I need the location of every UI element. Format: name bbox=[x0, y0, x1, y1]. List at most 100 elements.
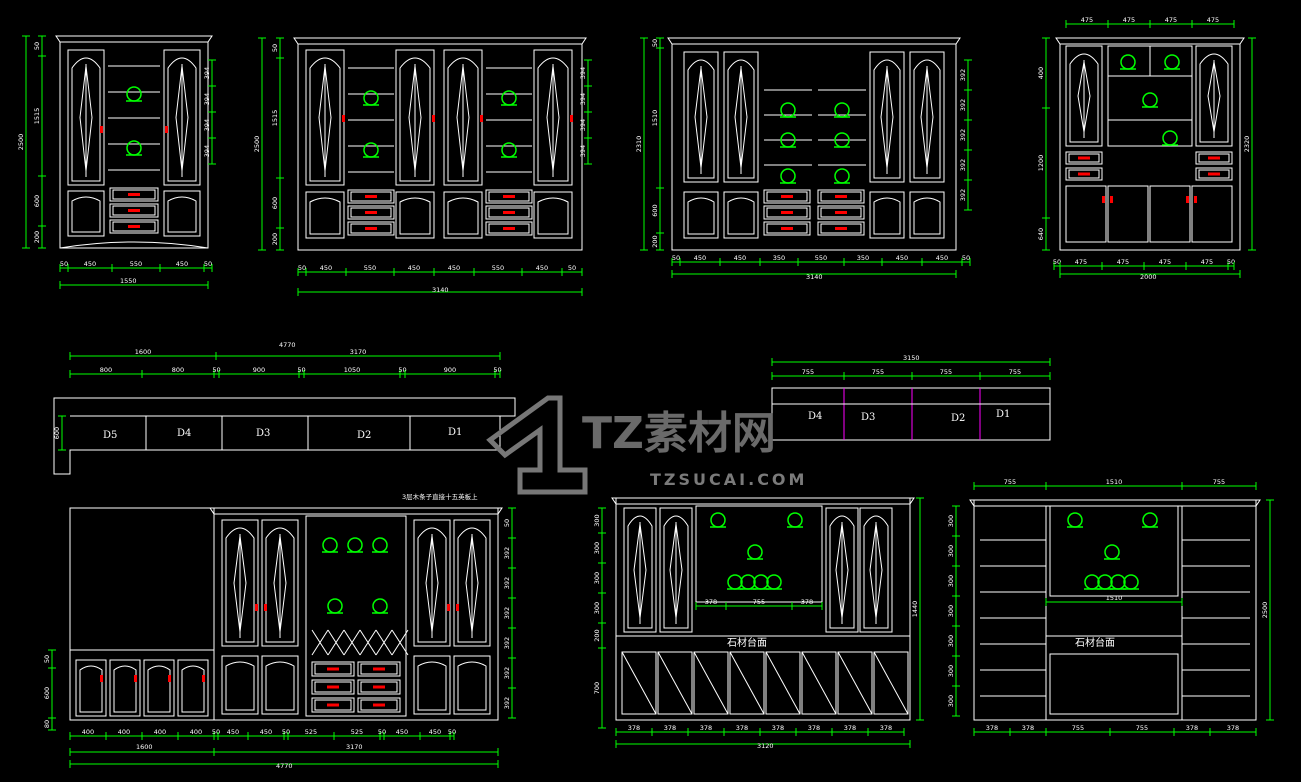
elevation-c-lower-door-r2-panel bbox=[913, 197, 941, 235]
plan-r-door-d3: D3 bbox=[861, 412, 875, 423]
elevation-e-drawer-handle bbox=[327, 685, 339, 689]
elevation-f-glass-door-r1 bbox=[825, 507, 859, 633]
elevation-e-drawer-handle bbox=[373, 703, 385, 707]
elevation-g-width-bottom-dim-label: 755 bbox=[1072, 724, 1084, 732]
elevation-b-drawer-right bbox=[485, 205, 533, 220]
watermark-logo-icon bbox=[486, 395, 588, 495]
elevation-e-total: 4770 bbox=[276, 762, 293, 770]
drawing-labels: D5 D4 D3 D2 D1 D4 D3 D2 D1 石材台面 石材台面 3层木… bbox=[103, 273, 1157, 770]
plan-r-width-dim-label: 755 bbox=[1009, 368, 1021, 376]
plan-r-width-dim-label: 755 bbox=[802, 368, 814, 376]
elevation-f-inner-dim-label: 378 bbox=[705, 598, 717, 606]
elevation-g-height-dim-label: 300 bbox=[947, 515, 955, 527]
elevation-f-inner-dim-label: 755 bbox=[753, 598, 765, 606]
elevation-g-total-height-dim-label: 2500 bbox=[1261, 602, 1269, 619]
plan-l-width-top-dim-label: 3170 bbox=[350, 348, 367, 356]
elevation-g-height-dim-label: 300 bbox=[947, 635, 955, 647]
elevation-a-drawer-handle bbox=[128, 209, 140, 212]
elevation-b-lower-door-left-1-panel bbox=[309, 197, 341, 235]
elevation-b-width-dim-label: 450 bbox=[408, 264, 420, 272]
elevation-b-drawer-left-handle bbox=[365, 227, 377, 230]
elevation-e-drawer-inner bbox=[314, 663, 352, 675]
elevation-e-height-dim-label: 392 bbox=[503, 667, 511, 679]
elevation-c-width-dim-label: 550 bbox=[815, 254, 827, 262]
elevation-e-height-dim-label: 392 bbox=[503, 637, 511, 649]
elevation-d-height-dim-label: 1200 bbox=[1037, 155, 1045, 172]
plan-l-width-mid-dim-label: 50 bbox=[297, 366, 305, 374]
elevation-f-door-swing bbox=[729, 651, 765, 715]
elevation-f-glass-door-l1 bbox=[623, 507, 657, 633]
elevation-e-drawer bbox=[357, 661, 401, 677]
elevation-b-lower-door-right-1-panel bbox=[447, 197, 479, 235]
elevation-g-height-dim-label: 300 bbox=[947, 545, 955, 557]
elevation-b-drawer-left-inner bbox=[350, 223, 392, 234]
elevation-c-glass-door-r2-arch bbox=[913, 59, 941, 179]
elevation-e-width-dim-label: 450 bbox=[260, 728, 272, 736]
elevation-f-glass-door-l1-arch bbox=[627, 515, 653, 629]
elevation-g-wine-bottle-icon bbox=[1084, 574, 1100, 590]
elevation-e-width-dim-label: 50 bbox=[212, 728, 220, 736]
elevation-f-door-swing bbox=[801, 651, 837, 715]
elevation-f-height-dim-label: 300 bbox=[593, 572, 601, 584]
elevation-a-plate-icon bbox=[126, 140, 142, 156]
elevation-f-lower-door bbox=[729, 651, 765, 715]
elevation-b-plate-icon-left bbox=[363, 142, 379, 158]
elevation-e-glass-door bbox=[221, 519, 259, 647]
elevation-c-width-dim-label: 450 bbox=[936, 254, 948, 262]
elevation-e-drawer bbox=[311, 679, 355, 695]
elevation-c-bottle-icon-l bbox=[780, 168, 796, 184]
elevation-c-drawer-l-inner bbox=[766, 223, 808, 234]
elevation-c-height-dim-label: 200 bbox=[651, 235, 659, 247]
elevation-f-door-swing bbox=[873, 651, 909, 715]
elevation-e-height-dim-label: 392 bbox=[503, 577, 511, 589]
elevation-b-height-dim-label: 600 bbox=[271, 197, 279, 209]
elevation-a-shelf-dim-label: 394 bbox=[203, 119, 211, 131]
elevation-b-glass-door-left-2-arch bbox=[399, 57, 431, 182]
door-handle bbox=[1110, 196, 1113, 203]
elevation-e-glass-door-arch bbox=[265, 527, 295, 643]
elevation-e-base-door bbox=[177, 659, 209, 717]
elevation-d-lower-door bbox=[1149, 185, 1191, 243]
elevation-e-base-door-panel bbox=[181, 665, 205, 713]
door-handle bbox=[1186, 196, 1189, 203]
door-handle bbox=[100, 126, 103, 133]
elevation-a-shelf-dim-label: 394 bbox=[203, 145, 211, 157]
elevation-f-door-swing bbox=[621, 651, 657, 715]
elevation-d-total: 2000 bbox=[1140, 273, 1157, 281]
watermark-brand-en: TZSUCAI.COM bbox=[650, 470, 807, 489]
elevation-e-width-dim-label: 400 bbox=[118, 728, 130, 736]
elevation-e-wine-bay bbox=[305, 515, 407, 717]
elevation-e-note: 3层木条子直接十五英板上 bbox=[402, 492, 478, 501]
elevation-c-bottle-icon-r bbox=[834, 168, 850, 184]
watermark-brand-cn: TZ素材网 bbox=[582, 408, 776, 459]
elevation-a-width-dim-label: 450 bbox=[176, 260, 188, 268]
elevation-c-drawer-r-handle bbox=[835, 227, 847, 230]
elevation-g-width-bottom-dim-label: 378 bbox=[1022, 724, 1034, 732]
elevation-d-width-top-dim-label: 475 bbox=[1123, 16, 1135, 24]
elevation-d-plate-icon-left bbox=[1120, 54, 1136, 70]
elevation-a-width-dim-label: 450 bbox=[84, 260, 96, 268]
elevation-a-height-dim-label: 1515 bbox=[33, 108, 41, 125]
elevation-c-width-dim-label: 50 bbox=[962, 254, 970, 262]
elevation-b-lower-door-right-1 bbox=[443, 191, 483, 239]
elevation-f-lower-door bbox=[837, 651, 873, 715]
plan-l-width-mid-dim-label: 50 bbox=[398, 366, 406, 374]
elevation-f-lower-door bbox=[621, 651, 657, 715]
elevation-e-wine-glass-icon bbox=[322, 537, 338, 553]
elevation-a-drawer-inner bbox=[112, 221, 156, 232]
elevation-f-width-dim-label: 378 bbox=[772, 724, 784, 732]
elevation-e-left-height-dim-label: 50 bbox=[43, 655, 51, 663]
door-handle bbox=[456, 604, 459, 611]
elevation-c-drawer-r bbox=[817, 205, 865, 220]
elevation-b-lower-door-left-2-panel bbox=[399, 197, 431, 235]
elevation-e-wine-rack bbox=[327, 629, 345, 656]
elevation-f-bottle-icon bbox=[747, 544, 763, 560]
elevation-d-lower-door bbox=[1107, 185, 1149, 243]
elevation-e-height-dim-label: 50 bbox=[503, 519, 511, 527]
elevation-a-body bbox=[59, 41, 209, 249]
elevation-c-height-dim-label: 600 bbox=[651, 204, 659, 216]
elevation-b-glass-door-left-1-arch bbox=[309, 57, 341, 182]
door-handle bbox=[202, 675, 205, 682]
elevation-a-lower-door-right bbox=[163, 190, 201, 237]
elevation-e-lower-door-panel bbox=[225, 661, 255, 711]
